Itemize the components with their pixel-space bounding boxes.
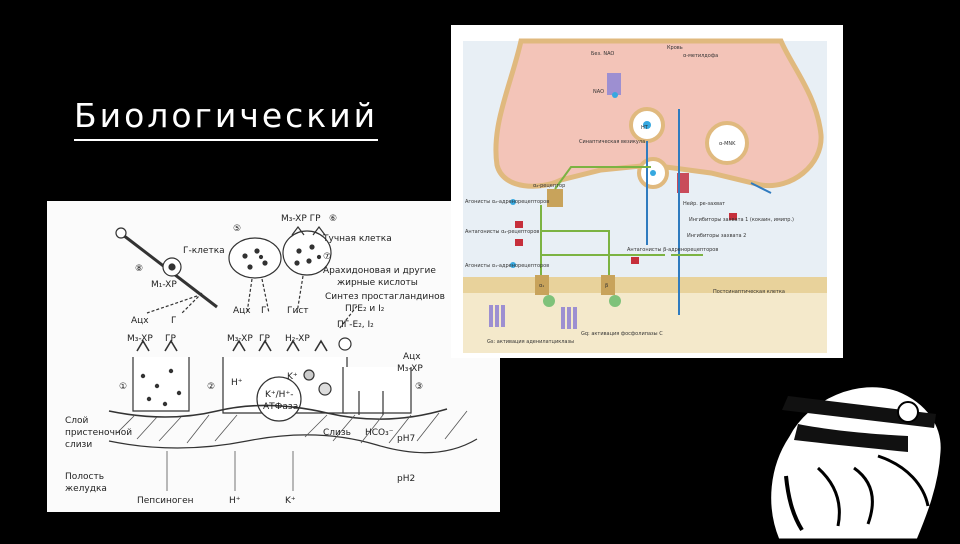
label-agonists-a1: Агонисты α₁-адренорецепторов: [465, 263, 549, 269]
label-blood: Кровь: [667, 45, 683, 51]
label-nao: NAO: [593, 89, 604, 95]
h-plus-label: H⁺: [231, 378, 243, 388]
cell-6-label: M₃-XP ГР: [281, 214, 321, 224]
label-nt: НТ: [641, 125, 649, 131]
slide-title: Биологический: [74, 96, 379, 141]
stomach-label-2: желудка: [65, 484, 107, 494]
gist-label: Гист: [287, 306, 309, 316]
layer-label-1: Слой: [65, 416, 89, 426]
m1xp-label: M₁-XP: [151, 280, 177, 290]
arachidonic-label: Арахидоновая и другие: [323, 266, 436, 276]
pg-synthesis-label: Синтез простагландинов: [325, 292, 445, 302]
g-cell-knob: [115, 227, 127, 239]
ach-right-label: Ацх: [403, 352, 421, 362]
m3xp-right-label: M₃-XP: [397, 364, 423, 374]
pepsinogen-label: Пепсиноген: [137, 496, 194, 506]
label-antagonists-b: Антагонисты β-адренорецепторов: [627, 247, 718, 253]
label-antagonists-a2: Антагонисты α₂-рецепторов: [465, 229, 539, 235]
m3xp-mid-label: M₃-XP: [227, 334, 253, 344]
k-out-label: K⁺: [285, 496, 296, 506]
label-a1: α₁: [539, 283, 544, 289]
cell-6-number: ⑥: [329, 214, 337, 224]
g-mid-label: Г: [261, 306, 267, 316]
layer-label-3: слизи: [65, 440, 92, 450]
postsynaptic-membrane: [463, 277, 827, 293]
label-gs: Gs: активация аденилатциклазы: [487, 339, 574, 345]
label-nao-top: Без. NAO: [591, 51, 614, 57]
atpase-label-1: K⁺/H⁺-: [265, 390, 293, 400]
gastric-secretion-diagram: Г-клетка M₁-XP ⑧ ⑤ M₃-XP ГР ⑥ Тучная кле…: [47, 201, 500, 512]
green-path-2: [541, 230, 610, 275]
label-postsyn: Постсинаптическая клетка: [713, 289, 785, 295]
label-b: β: [605, 283, 608, 289]
stormtrooper-helmet-icon: [758, 356, 948, 542]
pg-e2-label: ПГ-Е₂, I₂: [337, 320, 374, 330]
g-cell-label: Г-клетка: [183, 246, 225, 256]
gr-mid-label: ГР: [259, 334, 270, 344]
cell-8-number: ⑧: [135, 264, 143, 274]
ach-mid-label: Ацх: [233, 306, 251, 316]
label-autoreceptor: α₂-рецептор: [533, 183, 565, 189]
k-plus-label: K⁺: [287, 372, 298, 382]
cell-1: [132, 357, 190, 412]
pge2-label: ПГЕ₂ и I₂: [345, 304, 385, 314]
m3xp-left-label: M₃-XP: [127, 334, 153, 344]
adrenergic-synapse-svg: Кровь Без. NAO α-метилдофа NAO НТ α-MNK …: [463, 38, 827, 353]
label-a-mnk: α-MNK: [719, 141, 736, 147]
adrenergic-synapse-diagram: Кровь Без. NAO α-метилдофа NAO НТ α-MNK …: [451, 25, 843, 358]
label-inhib2: Ингибиторы захвата 2: [687, 233, 746, 239]
vesicle-2: [705, 121, 749, 165]
g-left-label: Г: [171, 316, 177, 326]
cell-5-number: ⑤: [233, 224, 241, 234]
ach-left-label: Ацх: [131, 316, 149, 326]
receptor-alpha1: [535, 275, 549, 295]
label-syn-vesicle: Синаптическая везикула: [579, 139, 645, 145]
stomach-label-1: Полость: [65, 472, 104, 482]
cell-3: [342, 367, 412, 414]
transporter-top: [607, 73, 621, 95]
label-gq: Gq: активация фосфолипазы C: [581, 331, 663, 337]
mast-cell-label: Тучная клетка: [322, 234, 392, 244]
step-7-number: ⑦: [323, 252, 331, 262]
g-cell-nucleus: [168, 263, 176, 271]
ph7-label: pH7: [397, 434, 415, 444]
mucus-label: Слизь: [323, 428, 351, 438]
h2xp-label: H₂-XP: [285, 334, 310, 344]
step-1-number: ①: [119, 382, 127, 392]
gr-left-label: ГР: [165, 334, 176, 344]
label-inhib1: Ингибиторы захвата 1 (кокаин, имипр.): [689, 217, 794, 223]
atpase-circle: [256, 376, 302, 422]
step-3-number: ③: [415, 382, 423, 392]
label-agonists-a2: Агонисты α₂-адренорецепторов: [465, 199, 549, 205]
step-2-number: ②: [207, 382, 215, 392]
label-methyldopa: α-метилдофа: [683, 53, 718, 59]
fatty-acids-label: жирные кислоты: [337, 278, 418, 288]
receptor-beta: [601, 275, 615, 295]
label-reuptake: Нейр. ре-захват: [683, 200, 725, 207]
ph2-label: pH2: [397, 474, 415, 484]
gastric-secretion-svg: Г-клетка M₁-XP ⑧ ⑤ M₃-XP ГР ⑥ Тучная кле…: [65, 214, 478, 506]
hco3-label: HCO₃⁻: [365, 428, 394, 438]
cell-5: [228, 237, 282, 279]
atpase-label-2: АТФаза: [263, 402, 298, 412]
layer-label-2: пристеночной: [65, 428, 132, 438]
autoreceptor: [547, 189, 563, 207]
h-out-label: H⁺: [229, 496, 241, 506]
